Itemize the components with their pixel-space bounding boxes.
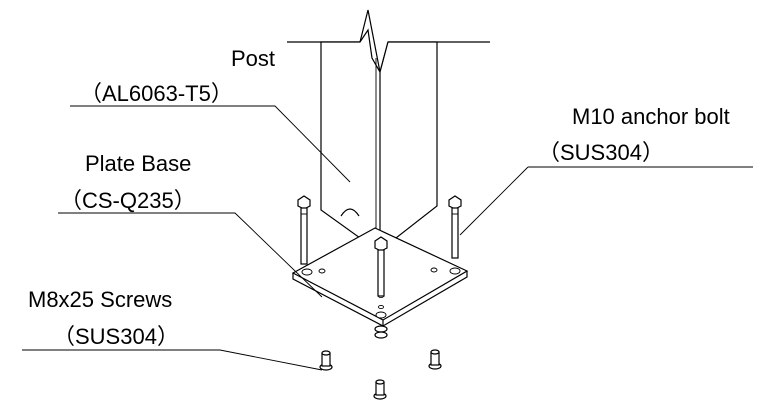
anchor-bolt-material-label: （SUS304）: [538, 140, 664, 165]
anchor-bolt-center: [374, 236, 388, 297]
post-drawing: [287, 9, 490, 244]
post-label: Post: [231, 46, 275, 71]
screw-bottom: [373, 379, 387, 400]
screw-right: [428, 349, 442, 370]
plate-base-label: Plate Base: [85, 151, 191, 176]
leader-lines: [22, 105, 753, 371]
anchor-bolt-right: [448, 195, 462, 259]
anchor-bolt-label: M10 anchor bolt: [572, 104, 730, 129]
plate-base-material-label: （CS-Q235）: [60, 188, 196, 213]
screw-left: [319, 350, 333, 371]
nut-washer: [374, 325, 388, 339]
screws-label: M8x25 Screws: [28, 287, 172, 312]
screws-material-label: （SUS304）: [53, 324, 179, 349]
anchor-bolt-left: [297, 195, 311, 265]
post-material-label: （AL6063-T5）: [80, 81, 233, 106]
